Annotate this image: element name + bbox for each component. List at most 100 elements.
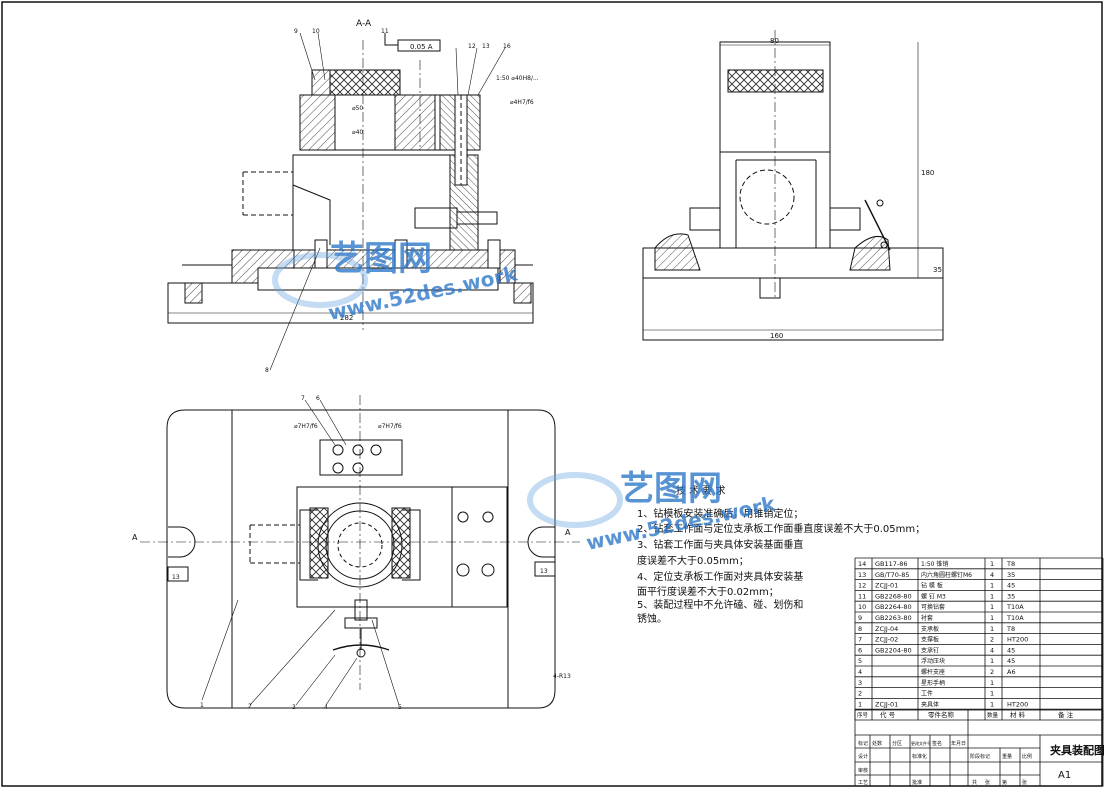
bom-row-name: 螺 钉 M3	[921, 592, 946, 600]
dim-side-top: 80	[770, 37, 779, 45]
bom-row-code: ZCJJ-02	[875, 636, 898, 644]
bom-row-name: 钻 模 板	[921, 582, 943, 590]
tech-item-3b: 度误差不大于0.05mm；	[637, 554, 749, 567]
bom-row-mat: HT200	[1007, 700, 1028, 708]
watermark-brand-1: 艺图网	[330, 239, 432, 279]
tb-stage: 阶段标记	[970, 753, 990, 760]
bom-row-no: 4	[858, 668, 862, 676]
bom-row-name: 衬套	[921, 614, 933, 622]
tb-sheets: 张	[985, 779, 990, 786]
bom-row-name: 星形手柄	[921, 679, 945, 687]
dim-13-right: 13	[540, 568, 548, 575]
bom-row-mat: T10A	[1006, 614, 1024, 622]
tb-count: 处数	[872, 740, 882, 747]
bom-row-no: 8	[858, 625, 862, 633]
bom-row-no: 2	[858, 690, 862, 698]
side-view: 80 160 180 35	[642, 30, 944, 341]
bom-row-mat: 35	[1007, 592, 1015, 600]
bom-row-code: GB2268-80	[875, 592, 912, 600]
bom-row-name: 支撑板	[921, 636, 939, 644]
bom-row-qty: 1	[990, 592, 994, 600]
bom-row-mat: 45	[1007, 657, 1015, 665]
bom-row-name: 支承钉	[921, 646, 939, 654]
bom-row-code: GB2264-80	[875, 603, 912, 611]
drawing-title: 夹具装配图	[1050, 743, 1104, 757]
dim-side-base: 35	[933, 266, 942, 274]
leader-2: 2	[248, 703, 252, 710]
bom-row-qty: 1	[990, 603, 994, 611]
front-section-view: A-A 0.05 A	[167, 19, 539, 374]
tb-change: 更改文件号	[911, 740, 931, 746]
bom-row-qty: 4	[990, 571, 994, 579]
bom-row-mat: T8	[1006, 560, 1015, 568]
tb-weight: 重量	[1002, 753, 1012, 760]
bom-row-no: 14	[858, 560, 866, 568]
dim-phi-40: ⌀40	[352, 129, 363, 136]
bom-head-code: 代 号	[880, 710, 896, 719]
bom-row-name: 夹具体	[921, 700, 939, 708]
leader-11: 11	[381, 28, 389, 35]
tb-scale: 比例	[1022, 753, 1032, 760]
bom-head-qty: 数量	[987, 711, 999, 719]
bom-row-name: 1:50 锥销	[921, 560, 948, 568]
view-label-left: A	[132, 533, 138, 542]
leader-12: 12	[468, 43, 476, 50]
bom-row-code: ZCJJ-01	[875, 700, 898, 708]
bom-row-mat: A6	[1007, 668, 1016, 676]
fit-top: 1:50 ⌀40H8/...	[496, 75, 539, 82]
tech-title: 技 术 要 求	[676, 484, 726, 497]
tb-review: 审核	[858, 767, 868, 774]
bom-row-code: GB/T70-85	[875, 571, 910, 579]
title-block: 夹具装配图 A1 标记 处数 分区 更改文件号 签名 年月日 设计 标准化 审核…	[854, 709, 1104, 787]
bom-row-name: 支承板	[921, 625, 939, 633]
tb-sheet: 张	[1022, 779, 1027, 786]
bom-row-code: GB2204-80	[875, 646, 912, 654]
bom-row-no: 7	[858, 636, 862, 644]
dim-side-bottom: 160	[770, 332, 783, 340]
leader-8: 8	[265, 367, 269, 374]
tech-item-2: 2、钻套工作面与定位支承板工作面垂直度误差不大于0.05mm；	[637, 522, 925, 535]
dim-width-front: 282	[340, 314, 353, 322]
bom-row-qty: 1	[990, 614, 994, 622]
bom-row-mat: T10A	[1006, 603, 1024, 611]
bom-row-qty: 1	[990, 700, 994, 708]
bom-row-code: ZCJJ-01	[875, 582, 898, 590]
tb-no: 第	[1002, 779, 1007, 786]
leader-6: 6	[316, 395, 320, 402]
bom-row-no: 5	[858, 657, 862, 665]
bom-row-mat: 45	[1007, 582, 1015, 590]
bom-head-no: 序号	[857, 711, 869, 719]
bom-row-no: 6	[858, 646, 862, 654]
bom-row-qty: 2	[990, 636, 994, 644]
fit-right: ⌀4H7/f6	[510, 99, 534, 106]
bom-row-no: 10	[858, 603, 866, 611]
tb-total: 共	[972, 779, 977, 786]
bom-row-qty: 1	[990, 679, 994, 687]
bom-row-no: 12	[858, 582, 866, 590]
tb-mark: 标记	[858, 740, 868, 747]
bom-row-qty: 1	[990, 657, 994, 665]
tech-item-4: 4、定位支承板工作面对夹具体安装基	[637, 570, 803, 583]
leader-16: 16	[503, 43, 511, 50]
sheet-size: A1	[1058, 770, 1071, 781]
section-title: A-A	[356, 19, 372, 29]
bom-row-no: 1	[858, 700, 862, 708]
dim-side-height: 180	[921, 169, 934, 177]
bom-row-code: ZCJJ-04	[875, 625, 898, 633]
tb-standard: 标准化	[912, 753, 927, 760]
bom-row-no: 3	[858, 679, 862, 687]
tb-approve: 批准	[912, 779, 922, 786]
dim-4R13: 4-R13	[553, 673, 571, 680]
view-label-right: A	[565, 528, 571, 537]
dim-phi-50: ⌀50	[352, 105, 363, 112]
tech-item-4b: 面平行度误差不大于0.02mm；	[637, 585, 779, 598]
leader-4: 4	[324, 704, 328, 711]
bom-row-name: 内六角圆柱螺钉M6	[921, 571, 972, 579]
top-view: A A 13 13 4-R13 ⌀7H7/f6 ⌀7H7/f6 1 2 3 4 …	[132, 395, 580, 711]
bom-row-mat: 45	[1007, 646, 1015, 654]
leader-9: 9	[294, 28, 298, 35]
bom-row-qty: 1	[990, 560, 994, 568]
bom-row-no: 11	[858, 592, 866, 600]
